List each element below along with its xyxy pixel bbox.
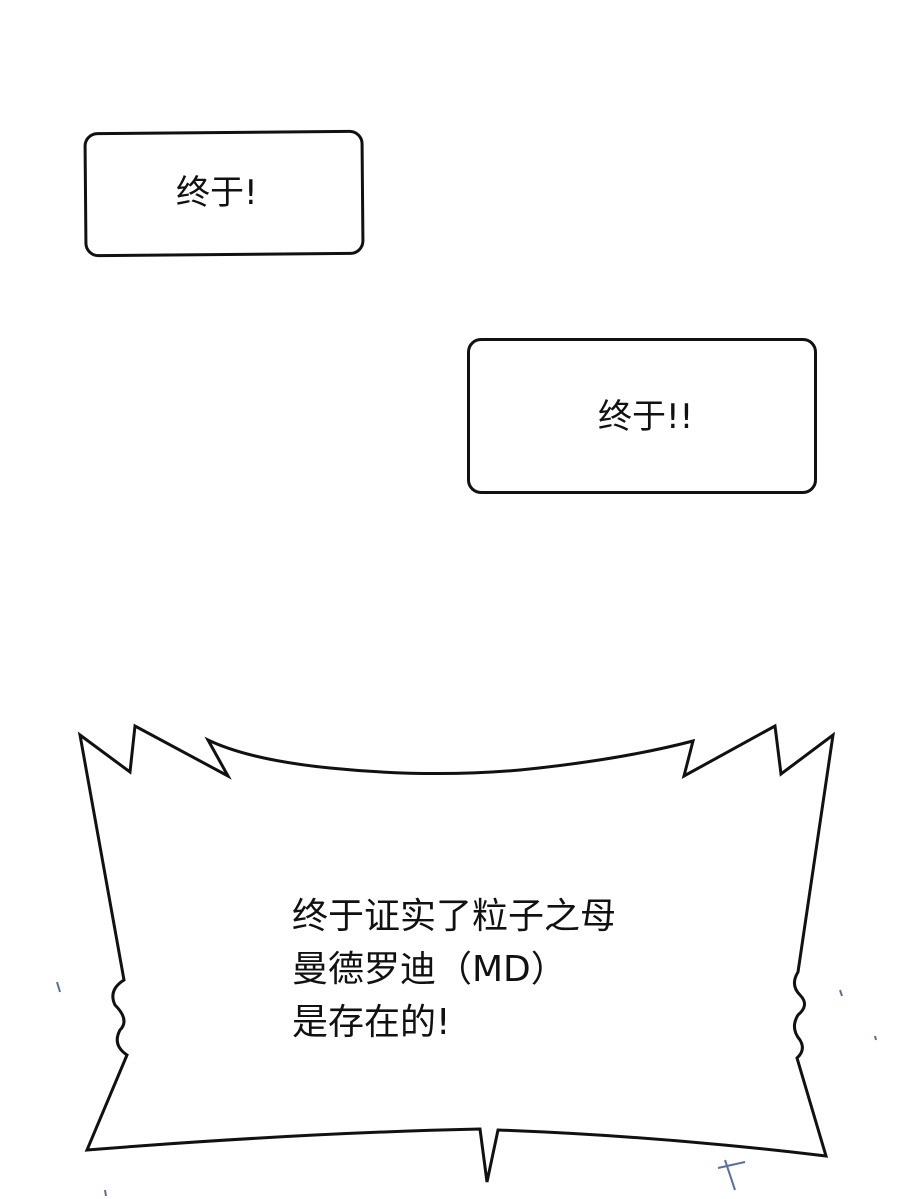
shout-line-3: 是存在的! (292, 1002, 451, 1043)
shout-line-2: 曼德罗迪（MD） (292, 949, 567, 990)
speech-bubble-2 (467, 338, 817, 494)
shout-bubble-outline (77, 723, 836, 1183)
speech-text-1: 终于! (176, 173, 258, 213)
speech-text-2: 终于!! (598, 397, 694, 437)
sketch-marks (56, 981, 877, 1197)
shout-line-1: 终于证实了粒子之母 (292, 896, 617, 937)
shout-text: 终于证实了粒子之母 曼德罗迪（MD） 是存在的! (292, 890, 616, 1049)
